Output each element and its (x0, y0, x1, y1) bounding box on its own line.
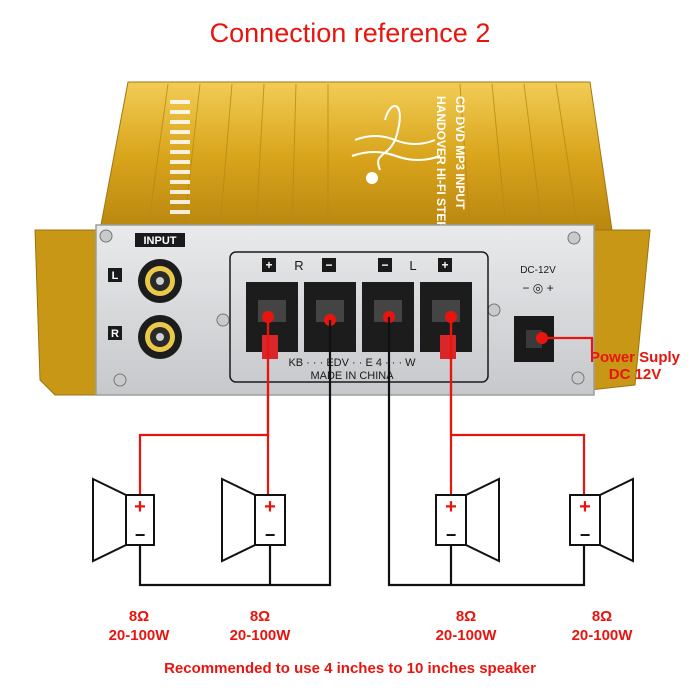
speaker-impedance: 8Ω (591, 608, 613, 625)
speaker-spec: 8Ω 20-100W (215, 607, 305, 645)
wire-power (542, 336, 594, 352)
panel-origin-text: MADE IN CHINA (310, 370, 394, 382)
speaker-icon: + − (435, 477, 500, 563)
left-mounting-flange (34, 229, 101, 396)
channel-left-label: L (112, 270, 119, 282)
screw-icon (99, 229, 113, 243)
speaker-icon: + − (92, 477, 155, 563)
channel-right-label: R (111, 328, 119, 340)
input-label: INPUT (144, 235, 177, 247)
panel-model-text: KB · · · EDV · · E 4 · · · W (288, 357, 416, 369)
casing-text-2: HANDOVER HI-FI STEREO (434, 96, 448, 247)
diagram-title: Connection reference 2 (209, 18, 491, 48)
dc-label: DC-12V (520, 265, 556, 276)
dc-polarity-icon: − ◎ + (522, 281, 553, 295)
speaker-plus-sign: + (445, 496, 457, 518)
speaker-power: 20-100W (108, 627, 170, 644)
header-l: L (409, 258, 416, 273)
vent-slots (170, 100, 190, 214)
power-supply-line1: Power Suply (589, 349, 681, 366)
terminal-header: + R − − L + (262, 258, 452, 273)
header-l-plus: + (441, 258, 448, 272)
speaker-minus-sign: − (265, 525, 276, 545)
casing-text-1: CD DVD MP3 INPUT (453, 96, 467, 210)
header-r-plus: + (265, 258, 272, 272)
screw-icon (567, 231, 581, 245)
speaker-plus-sign: + (579, 496, 591, 518)
header-r-minus: − (325, 258, 332, 272)
wire-left-pair-minus (138, 320, 332, 587)
header-l-minus: − (381, 258, 388, 272)
speaker-spec: 8Ω 20-100W (94, 607, 184, 645)
speaker-spec: 8Ω 20-100W (421, 607, 511, 645)
recommendation-note: Recommended to use 4 inches to 10 inches… (164, 660, 536, 677)
header-r: R (294, 258, 303, 273)
input-label-box (135, 233, 185, 247)
screw-icon (113, 373, 127, 387)
speaker-icon: + − (221, 477, 286, 563)
speaker-impedance: 8Ω (455, 608, 477, 625)
power-supply-label: Power Suply DC 12V (580, 349, 690, 383)
rca-jack-right[interactable] (138, 315, 182, 359)
terminal-panel (229, 251, 489, 383)
speaker-power: 20-100W (435, 627, 497, 644)
speaker-power: 20-100W (229, 627, 291, 644)
wire-right-pair-minus (387, 317, 586, 587)
speaker-icon: + − (569, 477, 634, 563)
wire-spk4-plus (449, 317, 586, 495)
speaker-impedance: 8Ω (249, 608, 271, 625)
power-supply-line2: DC 12V (608, 366, 662, 383)
screw-icon (487, 303, 501, 317)
speaker-minus-sign: − (135, 525, 146, 545)
screw-icon (571, 371, 585, 385)
rca-jack-left[interactable] (138, 259, 182, 303)
gold-casing-top (99, 81, 613, 231)
screw-icon (216, 313, 230, 327)
speaker-power: 20-100W (571, 627, 633, 644)
speaker-impedance: 8Ω (128, 608, 150, 625)
speaker-spec: 8Ω 20-100W (557, 607, 647, 645)
speaker-minus-sign: − (446, 525, 457, 545)
music-note-logo-icon (351, 105, 441, 184)
wires (138, 317, 594, 587)
amplifier: CD DVD MP3 INPUT HANDOVER HI-FI STEREO I… (34, 81, 651, 396)
speaker-plus-sign: + (134, 496, 146, 518)
speaker-plus-sign: + (264, 496, 276, 518)
speaker-minus-sign: − (580, 525, 591, 545)
